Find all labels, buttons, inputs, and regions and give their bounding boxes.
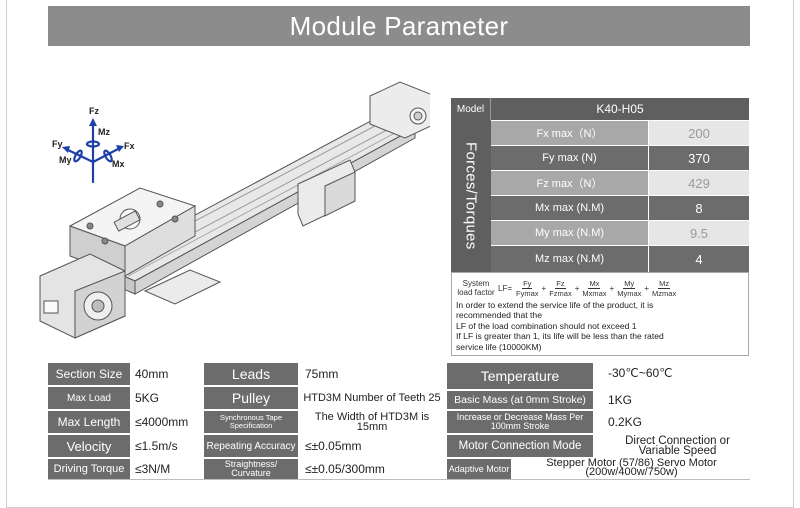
adaptive-motor-value: Stepper Motor (57/86) Servo Motor (200w/… [513,457,750,479]
my-label: My [59,155,72,165]
repeat-accuracy-label: Repeating Accuracy [204,435,298,457]
lf-label: LF= [498,283,513,293]
force-torque-table: Model K40-H05 Forces/Torques Fx max（N） 2… [451,98,749,272]
page-title: Module Parameter [289,10,509,41]
table-row: Fz max（N） 429 [491,170,749,195]
my-rotation-icon [73,149,83,163]
fy-label: Fy [52,139,63,149]
mass-increase-value: 0.2KG [605,411,750,433]
belt-spec-value: The Width of HTD3M is 15mm [302,411,442,433]
mx-max-value: 8 [648,196,749,220]
model-value: K40-H05 [596,102,644,116]
mz-label: Mz [98,127,110,137]
repeat-accuracy-value: ≤±0.05mm [302,435,442,457]
spec-table: Section Size Max Load Max Length Velocit… [48,363,750,480]
my-max-label: My max (N.M) [491,221,648,245]
forces-torques-label: Forces/Torques [462,142,480,250]
straightness-label: Straightness/ Curvature [204,459,298,479]
table-row: Fx max（N） 200 [491,120,749,145]
driving-torque-value: ≤3N/M [132,459,202,479]
basic-mass-value: 1KG [605,391,750,409]
leads-value: 75mm [302,363,442,385]
section-size-value: 40mm [132,363,202,385]
fz-max-value: 429 [648,171,749,195]
table-row: Fy max (N) 370 [491,145,749,170]
max-load-value: 5KG [132,387,202,409]
fx-max-value: 200 [648,121,749,145]
mz-rotation-icon [85,140,101,148]
mz-max-value: 4 [648,246,749,272]
fy-max-value: 370 [648,146,749,170]
x-arrow-icon [116,145,124,152]
velocity-label: Velocity [48,435,130,457]
linear-module-illustration [39,81,430,339]
y-axis-line [64,147,95,164]
basic-mass-label: Basic Mass (at 0mm Stroke) [447,391,593,409]
driving-torque-label: Driving Torque [48,459,130,479]
max-length-label: Max Length [48,411,130,433]
title-bar: Module Parameter [48,6,750,46]
mx-rotation-icon [103,149,113,163]
max-length-value: ≤4000mm [132,411,202,433]
velocity-value: ≤1.5m/s [132,435,202,457]
adaptive-motor-label: Adaptive Motor [447,459,511,479]
my-max-value: 9.5 [648,221,749,245]
table-row: Mz max (N.M) 4 [491,245,749,272]
temperature-value: -30℃~60℃ [605,363,750,389]
mx-max-label: Mx max (N.M) [491,196,648,220]
leads-label: Leads [204,363,298,385]
mx-label: Mx [112,159,125,169]
mass-increase-label: Increase or Decrease Mass Per 100mm Stro… [447,411,593,433]
fz-max-label: Fz max（N） [491,171,648,195]
fy-max-label: Fy max (N) [491,146,648,170]
temperature-label: Temperature [447,363,593,389]
x-axis-line [91,146,122,164]
fx-max-label: Fx max（N） [491,121,648,145]
fz-label: Fz [89,106,99,116]
table-row: Mx max (N.M) 8 [491,195,749,220]
forces-torques-header: Forces/Torques [451,120,491,272]
straightness-value: ≤±0.05/300mm [302,459,442,479]
y-arrow-icon [62,146,70,153]
axis-diagram: Fz Mz Fy My Fx Mx [52,106,135,184]
motor-connection-label: Motor Connection Mode [447,435,593,457]
model-label: Model [451,98,491,120]
table-row: My max (N.M) 9.5 [491,220,749,245]
motor-connection-value: Direct Connection or Variable Speed [605,435,750,457]
mz-max-label: Mz max (N.M) [491,246,648,272]
model-row: Model K40-H05 [451,98,749,120]
max-load-label: Max Load [48,387,130,409]
section-size-label: Section Size [48,363,130,385]
table-bottom-border [48,479,750,480]
system-load-factor-label: System load factor [457,279,495,297]
z-arrow-icon [89,118,97,126]
belt-spec-label: Synchronous Tape Specification [204,411,298,433]
note-text: In order to extend the service life of t… [456,300,664,352]
pulley-label: Pulley [204,387,298,409]
pulley-value: HTD3M Number of Teeth 25 [302,387,442,409]
fx-label: Fx [124,141,135,151]
